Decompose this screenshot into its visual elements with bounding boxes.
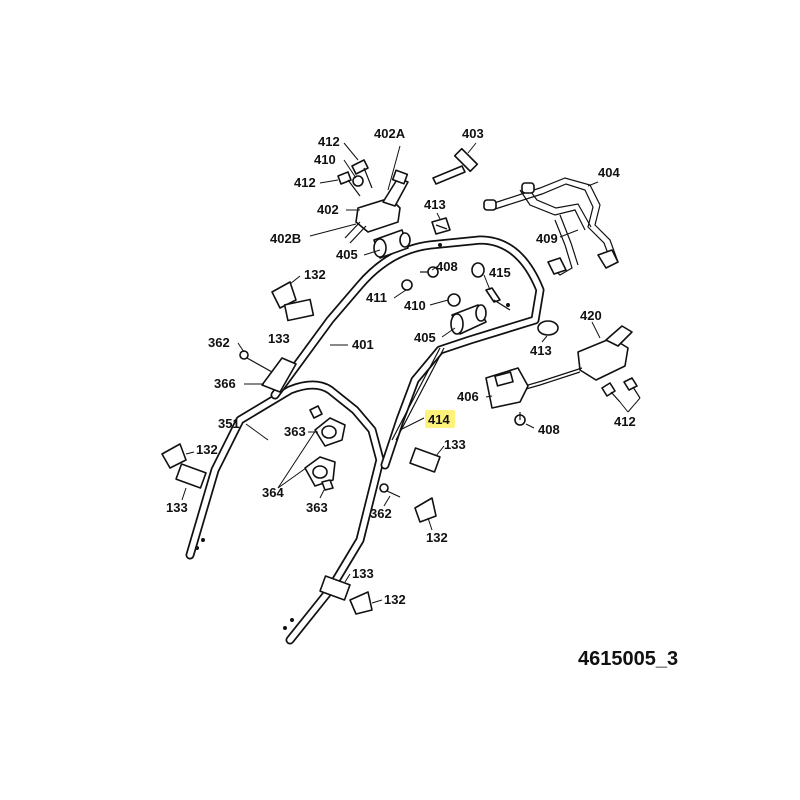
screws-412-right: [601, 377, 641, 403]
label-362-bottom[interactable]: 362: [370, 506, 392, 521]
label-363-top[interactable]: 363: [284, 424, 306, 439]
upper-handle-401: [270, 235, 545, 470]
label-408-top[interactable]: 408: [436, 259, 458, 274]
screws-410-412: [337, 159, 373, 197]
label-133-top[interactable]: 133: [268, 331, 290, 346]
label-415[interactable]: 415: [489, 265, 511, 280]
label-133-mid[interactable]: 133: [444, 437, 466, 452]
label-366[interactable]: 366: [214, 376, 236, 391]
knobs-363-364: [304, 405, 346, 491]
label-409[interactable]: 409: [536, 231, 558, 246]
highlight-414: [425, 410, 455, 428]
part-labels: 412 402A 403 410 412 404 402 413 402B 40…: [166, 126, 636, 607]
label-402[interactable]: 402: [317, 202, 339, 217]
lower-handle-351: [185, 380, 385, 645]
label-412-right[interactable]: 412: [614, 414, 636, 429]
label-403[interactable]: 403: [462, 126, 484, 141]
label-410-mid[interactable]: 410: [404, 298, 426, 313]
label-364[interactable]: 364: [262, 485, 284, 500]
part-366: [261, 357, 297, 393]
label-402a[interactable]: 402A: [374, 126, 406, 141]
label-406[interactable]: 406: [457, 389, 479, 404]
control-lever-402: [344, 169, 409, 244]
label-132-right[interactable]: 132: [426, 530, 448, 545]
label-412-mid[interactable]: 412: [294, 175, 316, 190]
bracket-406: [485, 367, 529, 426]
label-413-top[interactable]: 413: [424, 197, 446, 212]
tube-holes: [195, 243, 510, 630]
label-132-top[interactable]: 132: [304, 267, 326, 282]
label-404[interactable]: 404: [598, 165, 620, 180]
drawing-id: 4615005_3: [578, 648, 678, 670]
label-411[interactable]: 411: [366, 290, 387, 305]
cable-414: [391, 347, 445, 441]
clamp-405-upper: [373, 229, 411, 259]
bail-wire-404-409: [483, 177, 619, 276]
bolts-362: [239, 350, 401, 498]
cable-rod-403: [432, 147, 479, 185]
cap-413-right: [537, 320, 559, 336]
label-402b[interactable]: 402B: [270, 231, 301, 246]
engine-control-420: [504, 325, 633, 396]
label-362-top[interactable]: 362: [208, 335, 230, 350]
label-132-left[interactable]: 132: [196, 442, 218, 457]
label-412-top[interactable]: 412: [318, 134, 340, 149]
label-410-top[interactable]: 410: [314, 152, 336, 167]
label-401[interactable]: 401: [352, 337, 374, 352]
label-351[interactable]: 351: [218, 416, 240, 431]
label-413-right[interactable]: 413: [530, 343, 552, 358]
label-408-right[interactable]: 408: [538, 422, 560, 437]
label-133-bottom[interactable]: 133: [352, 566, 374, 581]
label-420[interactable]: 420: [580, 308, 602, 323]
label-405-top[interactable]: 405: [336, 247, 358, 262]
clamp-405-lower: [450, 304, 487, 335]
label-363-bottom[interactable]: 363: [306, 500, 328, 515]
label-133-left[interactable]: 133: [166, 500, 188, 515]
label-414[interactable]: 414: [428, 412, 450, 427]
label-132-bottom[interactable]: 132: [384, 592, 406, 607]
leader-lines: [181, 142, 641, 604]
clips-and-covers-132-133: [161, 281, 441, 615]
clip-413-upper: [431, 217, 451, 235]
label-405-mid[interactable]: 405: [414, 330, 436, 345]
